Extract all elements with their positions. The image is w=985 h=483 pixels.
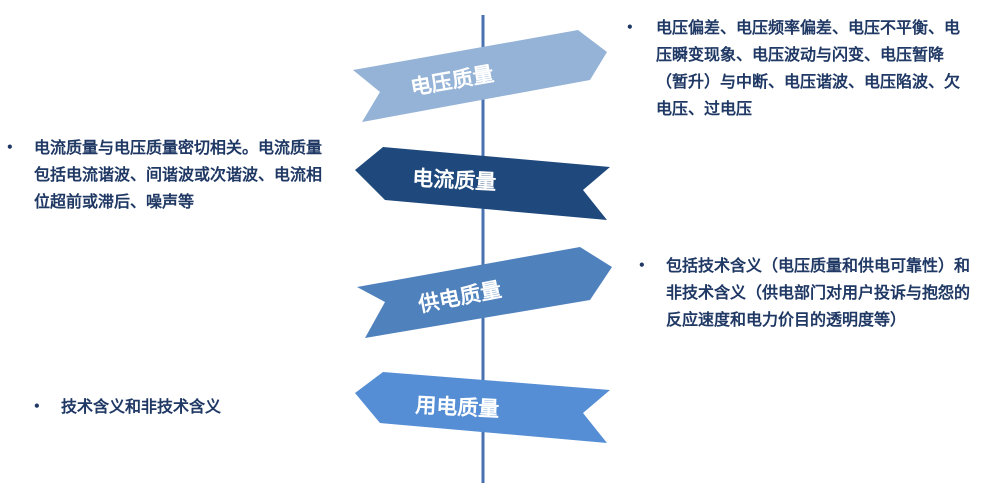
sign-current-quality: [355, 147, 610, 220]
sign-usage-label: 用电质量: [415, 393, 500, 421]
sign-current-label: 电流质量: [412, 166, 497, 194]
voltage-note-text: 电压偏差、电压频率偏差、电压不平衡、电压瞬变现象、电压波动与闪变、电压暂降（暂升…: [656, 18, 961, 118]
sign-voltage-quality: [353, 30, 607, 122]
bullet-icon: •: [33, 399, 41, 413]
usage-quality-note: • 技术含义和非技术含义: [33, 393, 333, 420]
bullet-icon: •: [638, 258, 646, 272]
sign-usage-quality: [355, 372, 610, 443]
current-note-text: 电流质量与电压质量密切相关。电流质量包括电流谐波、间谐波或次谐波、电流相位超前或…: [34, 138, 323, 211]
bullet-icon: •: [626, 20, 634, 34]
supply-quality-note: • 包括技术含义（电压质量和供电可靠性）和非技术含义（供电部门对用户投诉与抱怨的…: [638, 252, 983, 333]
supply-note-text: 包括技术含义（电压质量和供电可靠性）和非技术含义（供电部门对用户投诉与抱怨的反应…: [666, 256, 971, 329]
current-quality-note: • 电流质量与电压质量密切相关。电流质量包括电流谐波、间谐波或次谐波、电流相位超…: [6, 134, 336, 215]
usage-note-text: 技术含义和非技术含义: [61, 397, 222, 416]
bullet-icon: •: [6, 140, 14, 154]
voltage-quality-note: • 电压偏差、电压频率偏差、电压不平衡、电压瞬变现象、电压波动与闪变、电压暂降（…: [626, 14, 973, 122]
sign-supply-quality: [357, 247, 612, 338]
